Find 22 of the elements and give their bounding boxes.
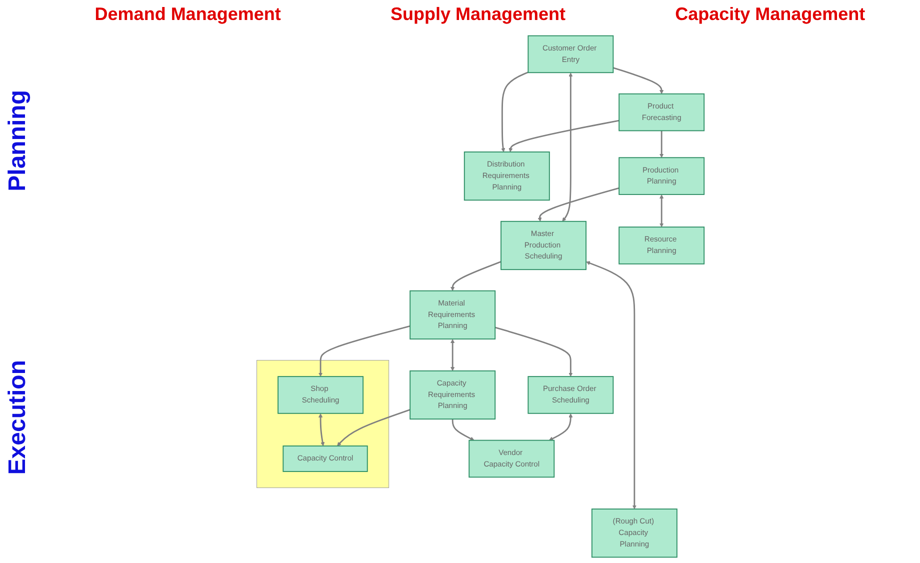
arrow [500,72,528,152]
arrow [451,419,474,441]
arrow [318,413,324,446]
arrow [537,187,619,222]
arrow [508,120,619,152]
arrow [562,72,572,222]
section-label: Planning [4,90,32,192]
arrow [586,261,636,510]
column-heading: Demand Management [94,4,281,26]
arrow [659,130,664,158]
arrow [659,194,664,228]
column-heading: Supply Management [390,4,566,26]
arrow [318,325,410,377]
arrow [450,339,454,372]
column-heading: Capacity Management [675,4,866,26]
section-label: Execution [4,360,32,475]
arrow [494,326,572,377]
arrow [612,67,664,94]
arrow [548,413,572,441]
arrow [450,261,501,292]
arrow [336,409,410,446]
cluster [256,360,389,488]
